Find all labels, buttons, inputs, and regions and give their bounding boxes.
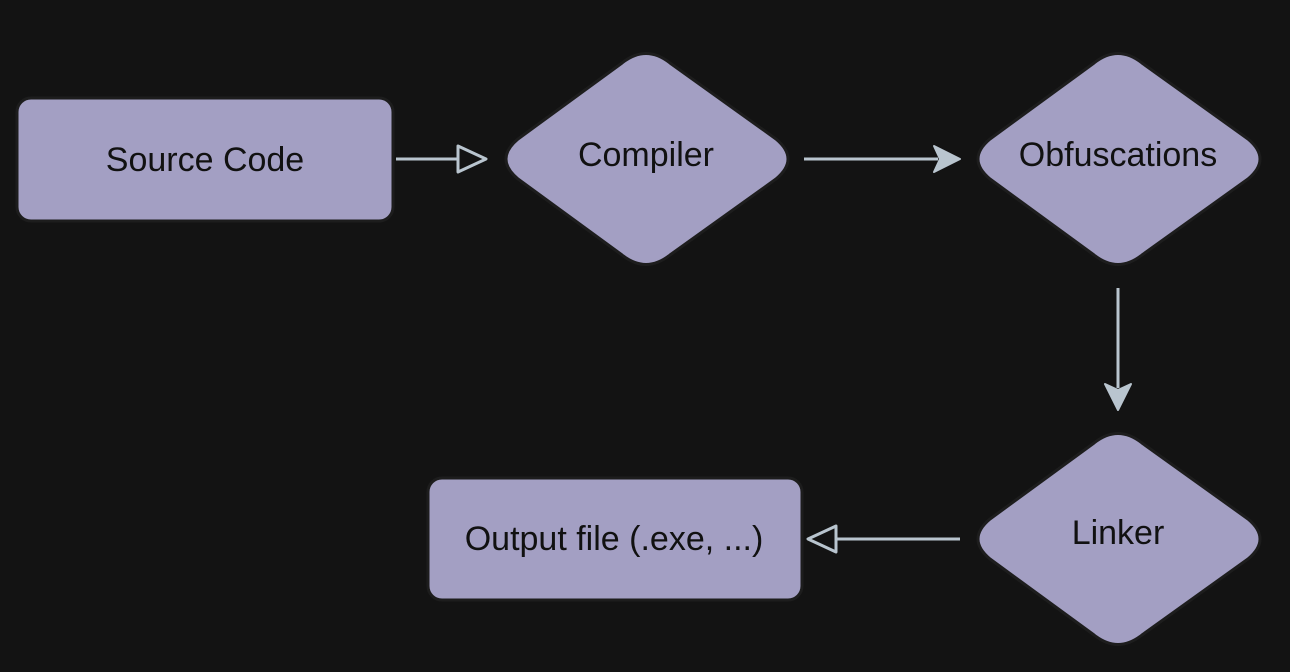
node-source-code[interactable]: Source Code: [15, 96, 395, 223]
node-linker-label: Linker: [1072, 514, 1165, 552]
node-linker[interactable]: Linker: [976, 432, 1262, 646]
node-obfuscations-label: Obfuscations: [1019, 136, 1217, 174]
edge-compiler-to-obfuscations: [804, 145, 961, 173]
edge-linker-to-output: [806, 524, 960, 554]
node-compiler-label: Compiler: [578, 136, 714, 174]
node-source-code-label: Source Code: [106, 141, 304, 179]
node-output-file-label: Output file (.exe, ...): [465, 520, 764, 558]
node-output-file[interactable]: Output file (.exe, ...): [426, 476, 804, 602]
node-compiler[interactable]: Compiler: [504, 52, 790, 266]
edge-obfuscations-to-linker: [1104, 288, 1132, 411]
node-obfuscations[interactable]: Obfuscations: [976, 52, 1262, 266]
edge-source-to-compiler: [396, 144, 488, 174]
